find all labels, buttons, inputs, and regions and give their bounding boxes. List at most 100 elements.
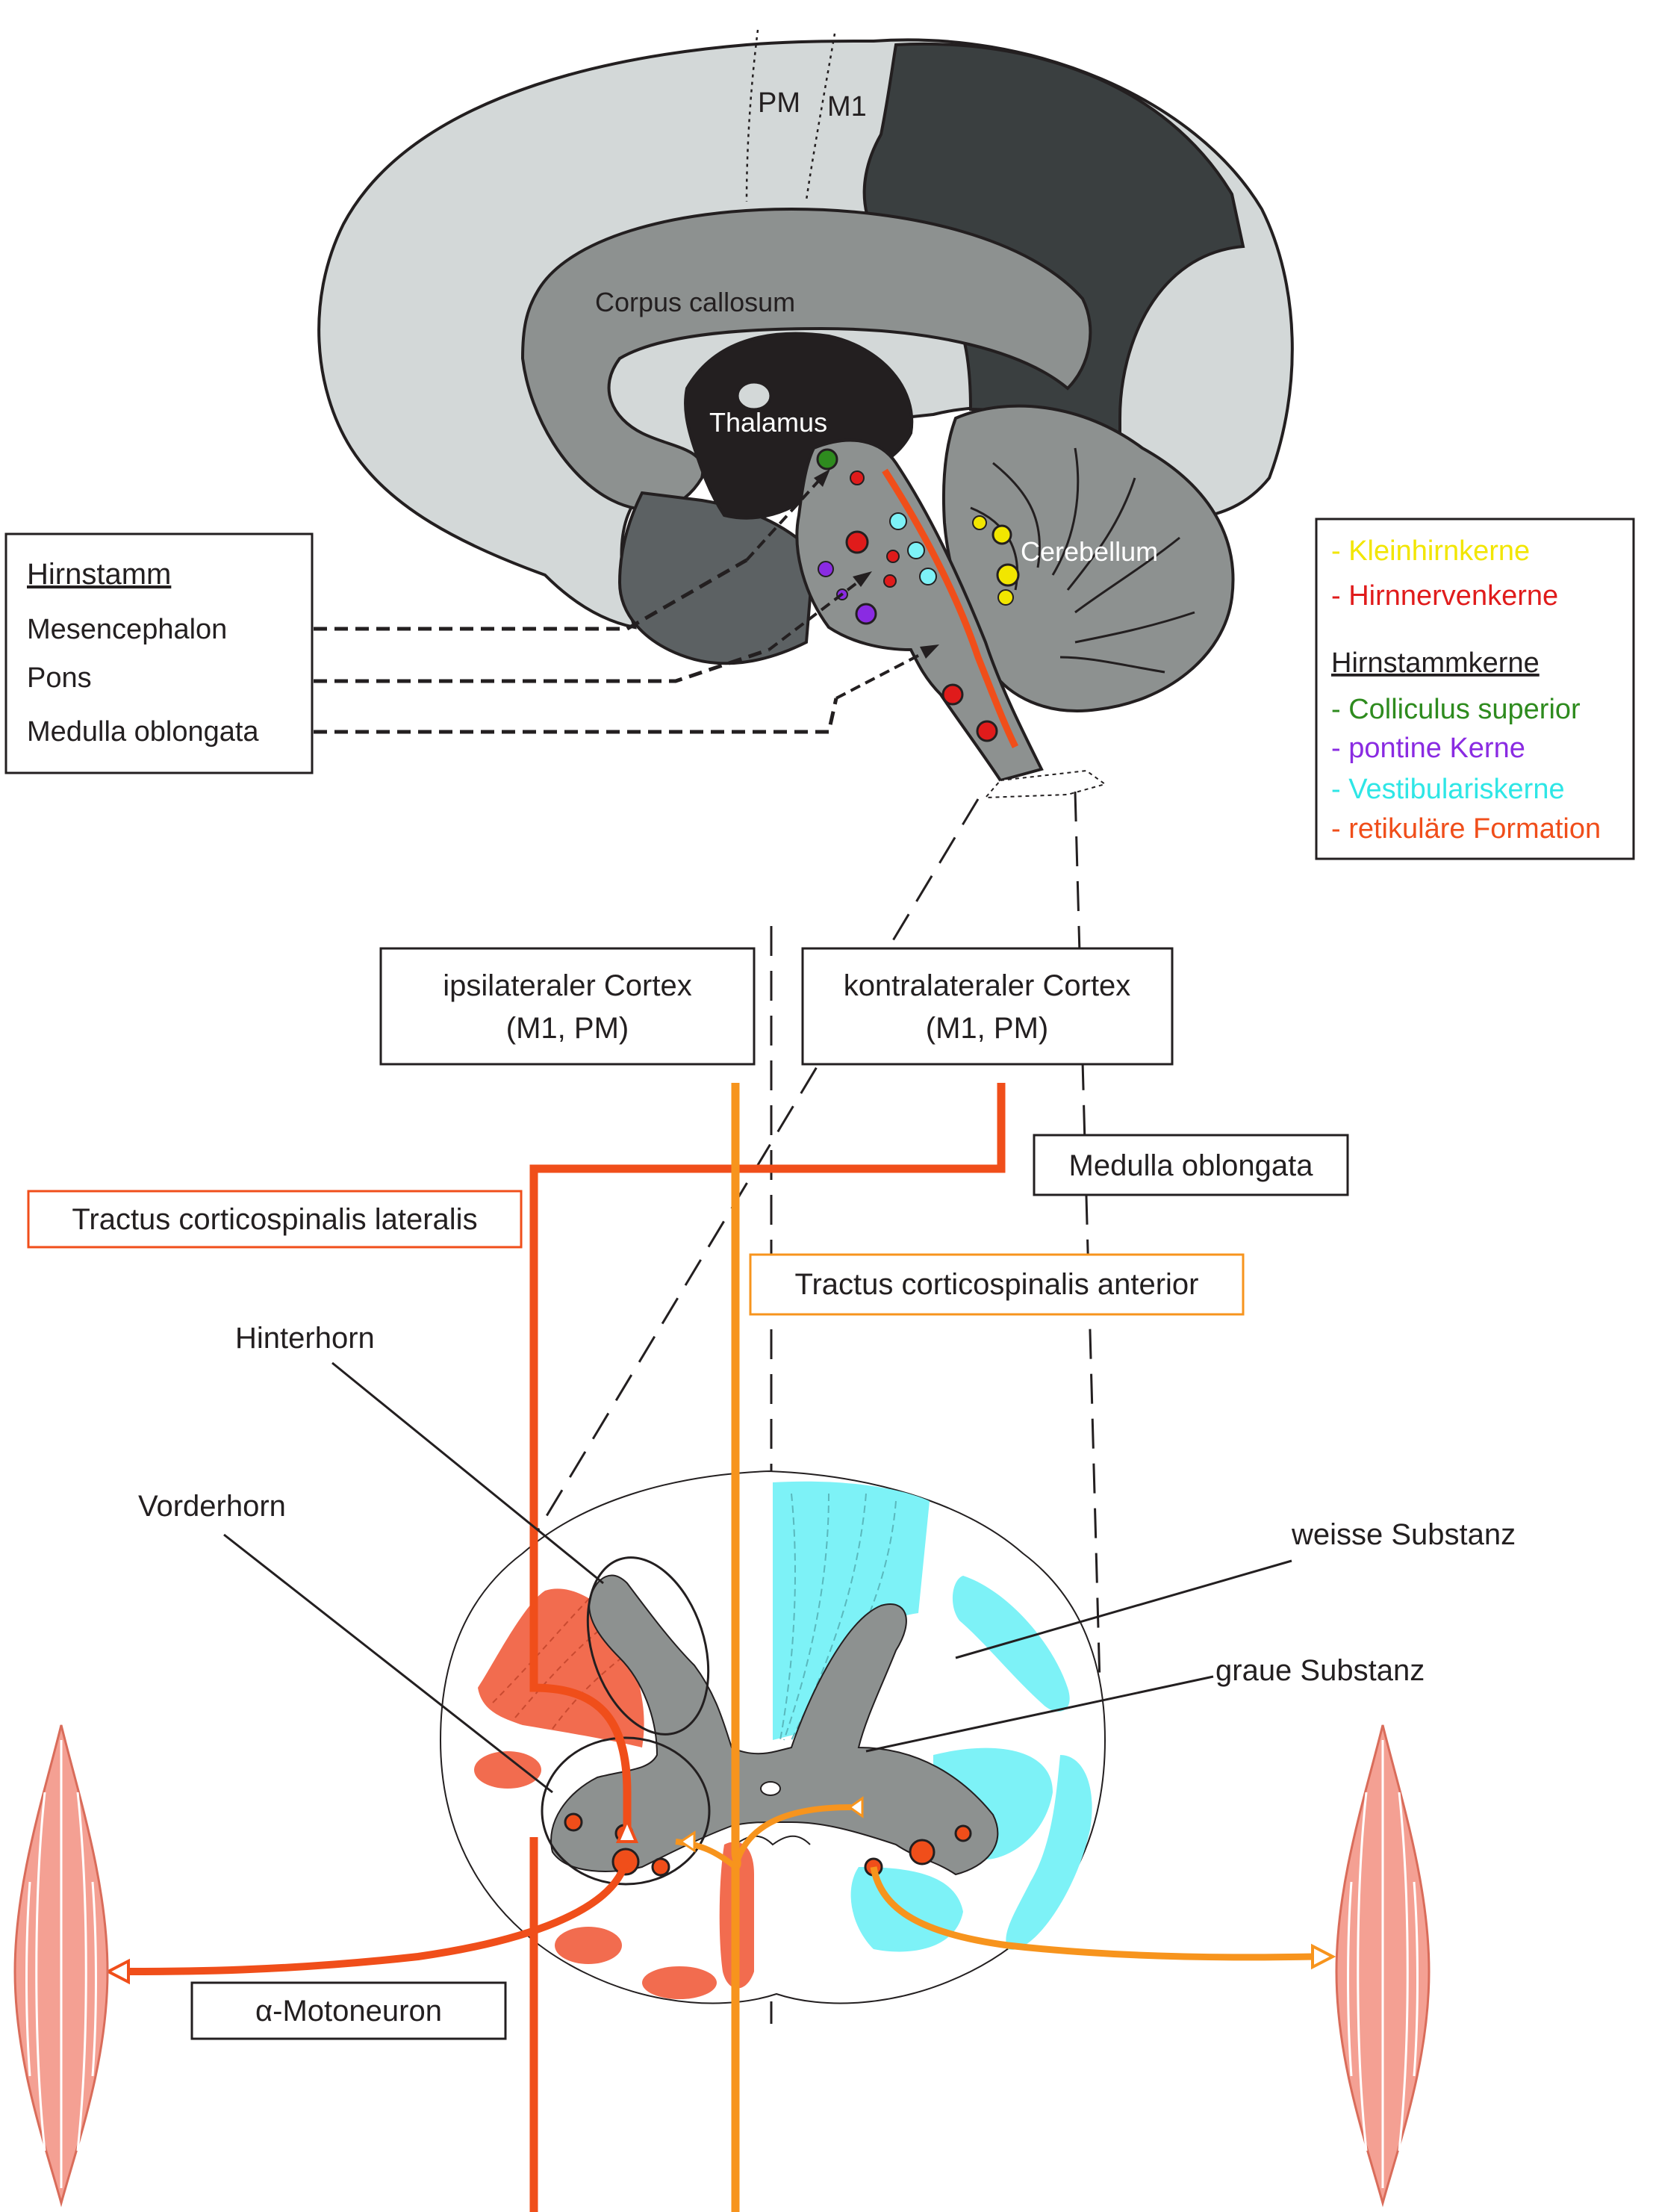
colliculus-superior-dot — [816, 448, 838, 470]
muscle-left-fibers — [25, 1740, 97, 2188]
arrowhead-medulla — [920, 644, 939, 659]
legend-kleinhirnkerne: - Kleinhirnkerne — [1331, 535, 1530, 567]
kontra-cortex-line2: (M1, PM) — [926, 1012, 1048, 1045]
anterior-box: Tractus corticospinalis anterior — [749, 1253, 1245, 1316]
muscle-end-right — [1311, 1943, 1336, 1970]
lateralis-label: Tractus corticospinalis lateralis — [72, 1203, 477, 1236]
hirnnerven-dot — [976, 720, 998, 742]
legend-hirnstammkerne-title: Hirnstammkerne — [1331, 647, 1540, 679]
medulla-box-label: Medulla oblongata — [1069, 1149, 1314, 1182]
spinal-orange-blob — [555, 1927, 622, 1964]
medulla-box: Medulla oblongata — [1033, 1134, 1349, 1196]
arrow-mesencephalon — [745, 476, 823, 562]
motoneuron-dot — [954, 1824, 972, 1842]
ipsi-cortex-line1: ipsilateraler Cortex — [443, 969, 691, 1002]
thalamus-label: Thalamus — [709, 407, 827, 438]
brainstem-nuclei — [816, 448, 1020, 742]
m1-label: M1 — [827, 91, 867, 122]
leader-mesencephalon — [314, 558, 748, 631]
legend-retikulaer: - retikuläre Formation — [1331, 813, 1601, 845]
hirnnerven-dot — [883, 574, 897, 588]
weisse-leader — [955, 1559, 1292, 1659]
weisse-label: weisse Substanz — [1291, 1518, 1516, 1551]
legend-colliculus: - Colliculus superior — [1331, 694, 1581, 725]
interthalamic-adhesion — [736, 381, 772, 411]
spinal-cord — [439, 1470, 1106, 2004]
ipsi-cortex-box: ipsilateraler Cortex (M1, PM) — [379, 947, 756, 1066]
brain-sagittal: PM M1 Corpus callosum Thalamus Cerebellu… — [317, 29, 1294, 799]
pontine-dot — [855, 603, 877, 625]
vorderhorn-circle — [541, 1736, 711, 1886]
motoneuron-dot — [651, 1857, 670, 1877]
pons-label: Pons — [27, 662, 92, 694]
kontra-cortex-box: kontralateraler Cortex (M1, PM) — [801, 947, 1174, 1066]
anterior-synapse-left — [679, 1830, 696, 1853]
hirnnerven-dot — [886, 550, 900, 563]
kleinhirn-dot — [972, 515, 987, 530]
anterior-white-right-2 — [1006, 1755, 1092, 1950]
posterior-column-lines — [779, 1493, 897, 1741]
lateral-synapse-triangle — [615, 1816, 639, 1843]
cerebellum — [941, 404, 1235, 712]
vorderhorn-label: Vorderhorn — [138, 1490, 286, 1523]
hinterhorn-label: Hinterhorn — [235, 1322, 375, 1355]
medulla-oblongata-label: Medulla oblongata — [27, 716, 259, 748]
hirnnerven-dot — [941, 683, 964, 706]
spinal-orange-blob — [474, 1751, 541, 1789]
leader-pons — [314, 647, 770, 683]
kleinhirn-dot — [996, 563, 1020, 587]
corpus-callosum — [520, 207, 1092, 512]
anterior-tract-path — [731, 1083, 741, 2212]
anterior-label: Tractus corticospinalis anterior — [795, 1268, 1199, 1301]
pm-boundary-left — [745, 29, 759, 202]
pm-label: PM — [758, 87, 800, 119]
vorderhorn-leader — [223, 1533, 553, 1794]
muscle-right — [1335, 1724, 1431, 2208]
legend-box: - Kleinhirnkerne - Hirnnervenkerne Hirns… — [1315, 518, 1635, 860]
kleinhirn-dot — [997, 589, 1014, 606]
leader-medulla — [314, 698, 838, 734]
kleinhirn-dot — [992, 524, 1012, 545]
muscle-left — [13, 1724, 109, 2208]
vestibular-dot — [889, 512, 907, 530]
spinal-orange-blob — [642, 1966, 717, 1999]
vestibular-dot — [919, 568, 937, 585]
graue-label: graue Substanz — [1215, 1654, 1425, 1687]
kontra-cortex-line1: kontralateraler Cortex — [844, 969, 1131, 1002]
hinterhorn-leader — [331, 1361, 604, 1585]
corpus-callosum-label: Corpus callosum — [595, 287, 795, 317]
hirnnerven-dot — [850, 470, 865, 485]
ipsi-cortex-line2: (M1, PM) — [506, 1012, 629, 1045]
posterior-column-right — [773, 1481, 930, 1740]
brainstem — [795, 438, 1044, 783]
right-motor-axon — [870, 1866, 1315, 1961]
legend-pontine: - pontine Kerne — [1331, 733, 1525, 764]
motoneuron-dot — [564, 1812, 583, 1832]
arrowhead-pons — [853, 571, 872, 587]
lateral-white-right — [952, 1576, 1070, 1712]
muscle-right-fibers — [1347, 1740, 1419, 2188]
medulla-cut — [983, 769, 1107, 799]
lateralis-box: Tractus corticospinalis lateralis — [27, 1190, 523, 1249]
mesencephalon-label: Mesencephalon — [27, 614, 227, 645]
hinterhorn-circle — [586, 1556, 710, 1736]
hirnstamm-title: Hirnstamm — [27, 558, 171, 591]
hirnstamm-box: Hirnstamm Mesencephalon Pons Medulla obl… — [4, 532, 314, 774]
arrow-pons — [768, 577, 864, 651]
basal-region — [617, 491, 816, 665]
graue-leader — [865, 1675, 1214, 1753]
alpha-motoneuron-axon — [126, 1860, 629, 1975]
anterior-crossing-right — [732, 1804, 852, 1868]
legend-vestibular: - Vestibulariskerne — [1331, 774, 1565, 805]
anterior-white-right-1 — [933, 1747, 1053, 1860]
reticular-formation — [882, 468, 1019, 749]
motoneuron-box: α-Motoneuron — [190, 1981, 507, 2040]
motoneuron-dot — [909, 1839, 936, 1865]
cerebellum-label: Cerebellum — [1021, 536, 1158, 567]
vestibular-dot — [907, 541, 925, 559]
arrowhead-mesencephalon — [814, 469, 830, 487]
muscle-end-left — [105, 1958, 130, 1985]
anterior-synapse-right — [847, 1796, 864, 1818]
central-canal — [760, 1781, 781, 1796]
